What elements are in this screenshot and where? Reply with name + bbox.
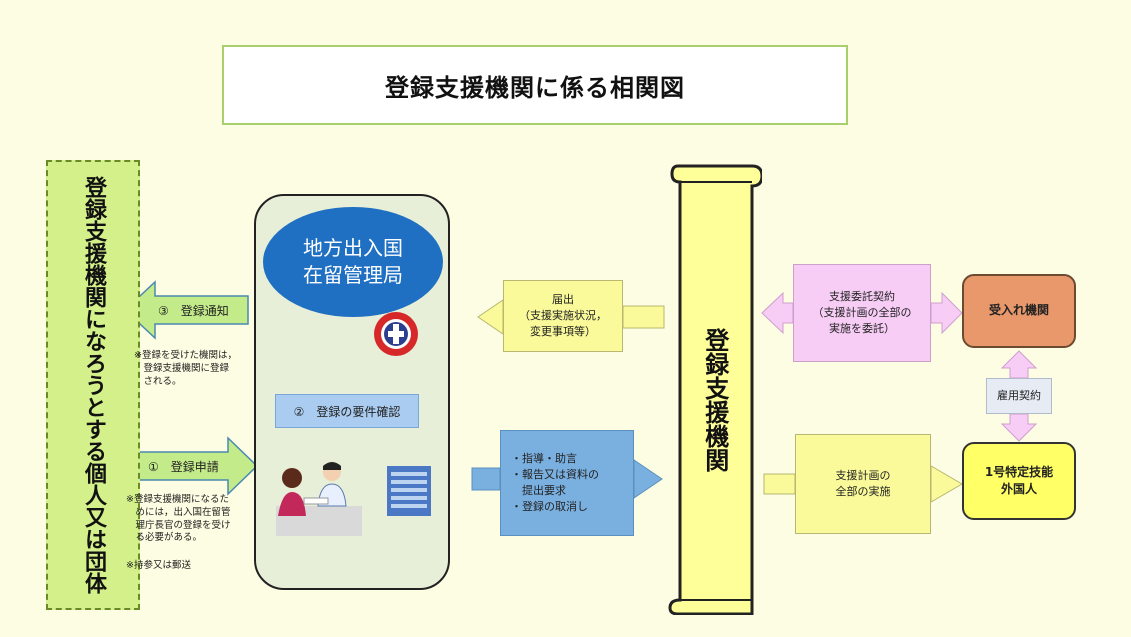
- diagram-title: 登録支援機関に係る相関図: [222, 45, 848, 125]
- report-arrow: [622, 305, 665, 329]
- note-to-become: ※登録支援機関になるた めには，出入国在留管 理庁長官の登録を受け る必要がある…: [126, 494, 231, 544]
- bureau-name-line2: 在留管理局: [303, 263, 403, 287]
- employment-arrow-down: [1000, 413, 1038, 442]
- employment-contract-box: 雇用契約: [986, 378, 1052, 414]
- guidance-arrow-head: [633, 459, 663, 499]
- bureau-name-line1: 地方出入国: [303, 236, 403, 260]
- report-box: 届出 （支援実施状況， 変更事項等）: [503, 280, 623, 352]
- support-plan-box: 支援計画の 全部の実施: [795, 434, 931, 534]
- emblem-icon: [374, 312, 418, 356]
- guidance-box: ・指導・助言 ・報告又は資料の 提出要求 ・登録の取消し: [500, 430, 634, 536]
- plan-arrow-tail: [763, 473, 796, 495]
- contract-arrow-left: [761, 291, 794, 335]
- applicant-scroll-text: 登録支援機関になろうとする個人又は団体: [81, 176, 106, 594]
- registered-support-org-label: 登録支援機関: [700, 328, 729, 472]
- foreign-worker-box: 1号特定技能 外国人: [962, 442, 1076, 520]
- note-delivery: ※持参又は郵送: [126, 560, 191, 571]
- plan-arrow-head: [930, 465, 963, 503]
- immigration-bureau-oval: 地方出入国 在留管理局: [263, 207, 443, 317]
- requirement-check-box: ② 登録の要件確認: [275, 394, 419, 428]
- registration-notice-label: ③ 登録通知: [158, 304, 229, 318]
- contract-arrow-right: [930, 291, 963, 335]
- registration-application-label: ① 登録申請: [148, 460, 219, 474]
- registration-notice-arrow: [123, 280, 249, 340]
- report-arrow-head: [477, 299, 504, 335]
- building-icon: [387, 466, 431, 516]
- registration-application-arrow: [129, 436, 259, 496]
- support-contract-box: 支援委託契約 （支援計画の全部の 実施を委託）: [793, 264, 931, 362]
- accepting-organization-box: 受入れ機関: [962, 274, 1076, 348]
- employment-arrow-up: [1000, 350, 1038, 379]
- people-consultation-icon: [276, 462, 362, 536]
- note-after-registration: ※登録を受けた機関は， 登録支援機関に登録 される。: [134, 350, 237, 387]
- applicant-scroll: 登録支援機関になろうとする個人又は団体: [46, 160, 140, 610]
- guidance-arrow-tail: [471, 467, 501, 491]
